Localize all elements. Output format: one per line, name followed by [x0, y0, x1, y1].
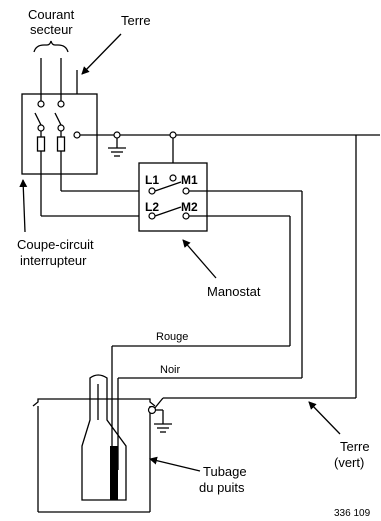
pump-wires	[111, 190, 303, 470]
breaker-terminal	[37, 100, 45, 108]
arrow-ground-right	[308, 401, 341, 435]
drop-pipe	[81, 374, 127, 501]
pressure-switch: L1 M1 L2 M2	[138, 162, 208, 232]
switch-contact	[182, 187, 190, 195]
breaker-output-wires	[40, 151, 151, 217]
black-wire-label: Noir	[160, 364, 181, 376]
contact-blade	[154, 206, 182, 217]
mains-label-line2: secteur	[30, 22, 73, 37]
switch-contact	[148, 212, 156, 220]
breaker-label-line1: Coupe-circuit	[17, 237, 94, 252]
arrow-well-casing	[149, 456, 201, 472]
switch-contact	[182, 212, 190, 220]
ground-lug	[73, 131, 81, 139]
pressure-switch-label: Manostat	[207, 284, 261, 299]
ground-junction	[113, 131, 121, 139]
casing-ground-lug	[147, 405, 157, 415]
fuse	[36, 136, 46, 152]
ground-bus	[80, 131, 380, 410]
red-wire-label: Rouge	[156, 331, 188, 343]
ground-right-label-line2: (vert)	[334, 455, 364, 470]
switch-blade	[34, 112, 42, 126]
fuse	[56, 136, 66, 152]
pointer-arrows	[19, 33, 341, 472]
pressure-switch-enclosure	[138, 162, 208, 232]
casing-outer	[32, 398, 156, 407]
switch-contact	[169, 174, 177, 182]
arrow-ground-top	[81, 33, 122, 75]
terminal-m1: M1	[181, 173, 198, 187]
labels: Courant secteur Terre Coupe-circuit inte…	[17, 7, 371, 519]
pump-cable	[110, 446, 118, 500]
terminal-l1: L1	[145, 173, 159, 187]
terminal-m2: M2	[181, 200, 198, 214]
switch-contact	[148, 187, 156, 195]
breaker-terminal	[37, 124, 45, 132]
breaker-terminal	[57, 100, 65, 108]
well-casing-label-line2: du puits	[199, 480, 245, 495]
switch-blade	[54, 112, 62, 126]
reference-number: 336 109	[334, 508, 371, 519]
ground-right-label-line1: Terre	[340, 439, 370, 454]
contact-blade	[154, 181, 182, 192]
breaker-box	[21, 93, 98, 175]
mains-brace	[33, 40, 69, 53]
breaker-label-line2: interrupteur	[20, 253, 87, 268]
mains-label-line1: Courant	[28, 7, 75, 22]
breaker-terminal	[57, 124, 65, 132]
breaker-enclosure	[21, 93, 98, 175]
ground-junction	[169, 131, 177, 139]
arrow-pressure-switch	[182, 239, 217, 279]
arrow-breaker	[19, 179, 28, 233]
terminal-l2: L2	[145, 200, 159, 214]
ground-top-label: Terre	[121, 13, 151, 28]
well-casing-label-line1: Tubage	[203, 464, 247, 479]
well-casing	[32, 374, 172, 513]
